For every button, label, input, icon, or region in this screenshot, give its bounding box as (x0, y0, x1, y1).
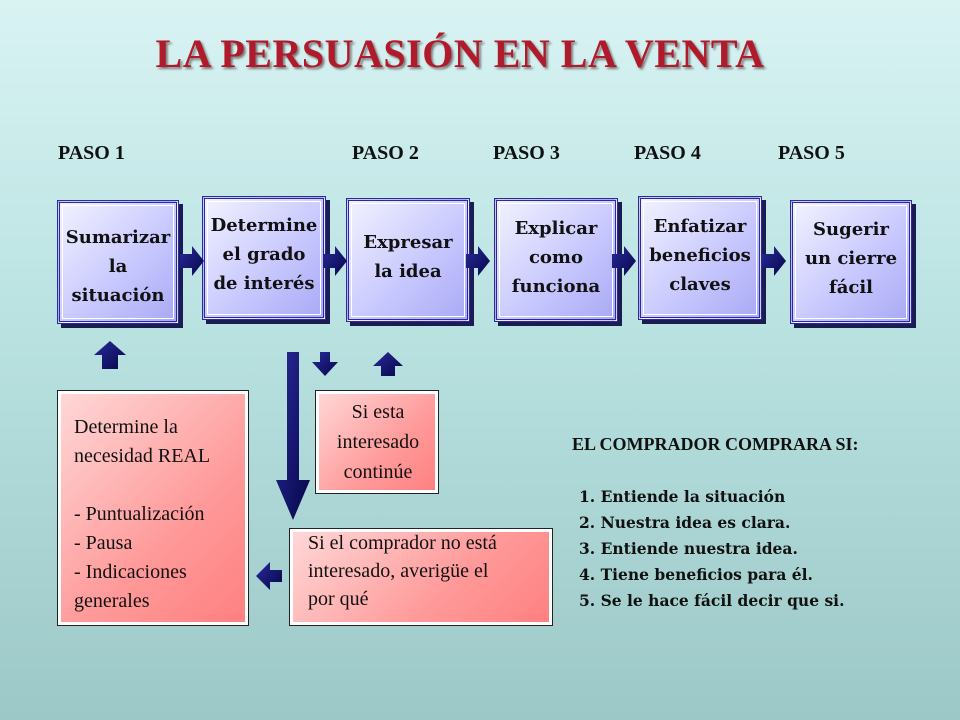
paso-3-label: PASO 3 (493, 142, 560, 164)
step-sumarizar-label: Sumarizar la situación (65, 226, 171, 306)
comprador-list: 1. Entiende la situación 2. Nuestra idea… (579, 484, 844, 614)
comprador-item: 4. Tiene beneficios para él. (579, 565, 813, 584)
step-sugerir-label: Sugerir un cierre fácil (804, 218, 898, 298)
necesidad-box: Determine la necesidad REAL - Puntualiza… (57, 390, 249, 626)
arrow-up-step1 (94, 341, 126, 369)
step-expresar-label: Expresar la idea (363, 232, 453, 282)
arrow-down-long (276, 352, 310, 520)
step-expresar: Expresar la idea (346, 198, 470, 322)
paso-1-label: PASO 1 (58, 142, 125, 164)
step-sumarizar: Sumarizar la situación (57, 200, 179, 324)
interesado-box: Si esta interesado continúe (315, 390, 439, 494)
paso-4-label: PASO 4 (634, 142, 701, 164)
arrow-right-3 (466, 246, 490, 276)
interesado-text: Si esta interesado continúe (336, 401, 420, 483)
arrow-up-small (373, 352, 403, 376)
necesidad-text: Determine la necesidad REAL - Puntualiza… (74, 416, 211, 612)
step-enfatizar-label: Enfatizar beneficios claves (649, 215, 751, 295)
comprador-title: EL COMPRADOR COMPRARA SI: (572, 434, 859, 454)
step-sugerir: Sugerir un cierre fácil (790, 200, 912, 324)
page-title: LA PERSUASIÓN EN LA VENTA (155, 31, 765, 76)
arrow-left (256, 562, 282, 590)
arrow-right-1 (180, 246, 204, 276)
paso-2-label: PASO 2 (352, 142, 419, 164)
step-determine-interes: Determine el grado de interés (202, 196, 326, 320)
arrow-right-4 (612, 246, 636, 276)
comprador-item: 3. Entiende nuestra idea. (579, 539, 798, 558)
step-enfatizar: Enfatizar beneficios claves (638, 196, 762, 320)
comprador-item: 5. Se le hace fácil decir que si. (579, 591, 845, 610)
arrow-down-small (312, 352, 338, 376)
no-interesado-box: Si el comprador no está interesado, aver… (289, 528, 553, 626)
comprador-item: 2. Nuestra idea es clara. (579, 513, 791, 532)
step-explicar: Explicar como funciona (494, 198, 618, 322)
arrow-right-2 (323, 246, 347, 276)
arrow-right-5 (762, 246, 786, 276)
step-explicar-label: Explicar como funciona (511, 217, 601, 297)
no-interesado-text: Si el comprador no está interesado, aver… (308, 532, 497, 610)
paso-5-label: PASO 5 (778, 142, 845, 164)
comprador-item: 1. Entiende la situación (579, 487, 786, 506)
step-determine-interes-label: Determine el grado de interés (210, 214, 318, 294)
